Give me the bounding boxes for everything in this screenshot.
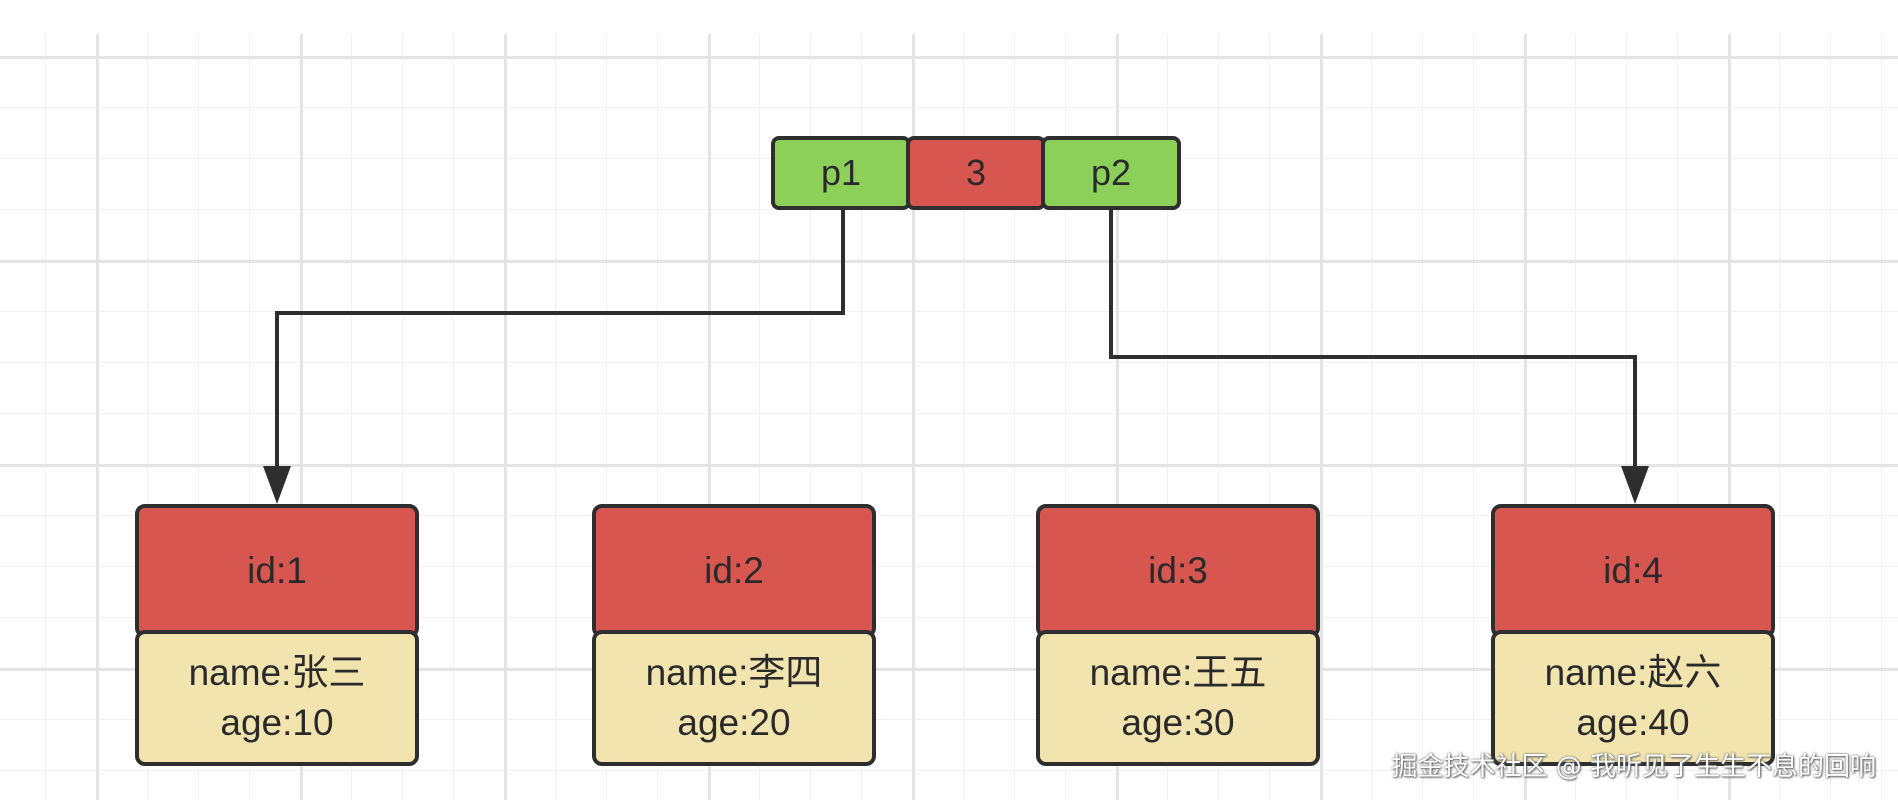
record-data-cell: name:张三 age:10 — [135, 630, 419, 766]
record-id-label: id:1 — [247, 550, 307, 591]
key-cell[interactable]: 3 — [906, 136, 1046, 210]
record-data-cell: name:王五 age:30 — [1036, 630, 1320, 766]
connector-p2-to-id4 — [1109, 210, 1637, 468]
record-age-label: age:40 — [1576, 702, 1690, 743]
pointer-cell-p2[interactable]: p2 — [1041, 136, 1181, 210]
record-id-label: id:4 — [1603, 550, 1663, 591]
pointer-label-p1: p1 — [820, 152, 862, 193]
record-age-label: age:30 — [1121, 702, 1235, 743]
record-node-2[interactable]: id:2 name:李四 age:20 — [592, 504, 876, 766]
record-id-cell: id:4 — [1491, 504, 1775, 638]
record-name-label: name:王五 — [1089, 652, 1267, 693]
record-id-cell: id:1 — [135, 504, 419, 638]
record-age-label: age:20 — [677, 702, 791, 743]
record-node-1[interactable]: id:1 name:张三 age:10 — [135, 504, 419, 766]
record-id-label: id:2 — [704, 550, 764, 591]
record-age-label: age:10 — [220, 702, 334, 743]
pointer-cell-p1[interactable]: p1 — [771, 136, 911, 210]
key-label: 3 — [965, 152, 987, 193]
record-name-label: name:赵六 — [1544, 652, 1722, 693]
record-name-label: name:张三 — [188, 652, 366, 693]
record-node-4[interactable]: id:4 name:赵六 age:40 — [1491, 504, 1775, 766]
arrowhead-id4-icon — [1621, 466, 1649, 504]
record-id-label: id:3 — [1148, 550, 1208, 591]
pointer-label-p2: p2 — [1090, 152, 1132, 193]
canvas-top-margin — [0, 0, 1898, 34]
connector-p1-to-id1 — [275, 210, 845, 468]
arrowhead-id1-icon — [263, 466, 291, 504]
record-data-cell: name:李四 age:20 — [592, 630, 876, 766]
record-id-cell: id:2 — [592, 504, 876, 638]
record-id-cell: id:3 — [1036, 504, 1320, 638]
record-name-label: name:李四 — [645, 652, 823, 693]
record-data-cell: name:赵六 age:40 — [1491, 630, 1775, 766]
record-node-3[interactable]: id:3 name:王五 age:30 — [1036, 504, 1320, 766]
watermark-text: 掘金技术社区 @ 我听见了生生不息的回响 — [1391, 752, 1876, 782]
